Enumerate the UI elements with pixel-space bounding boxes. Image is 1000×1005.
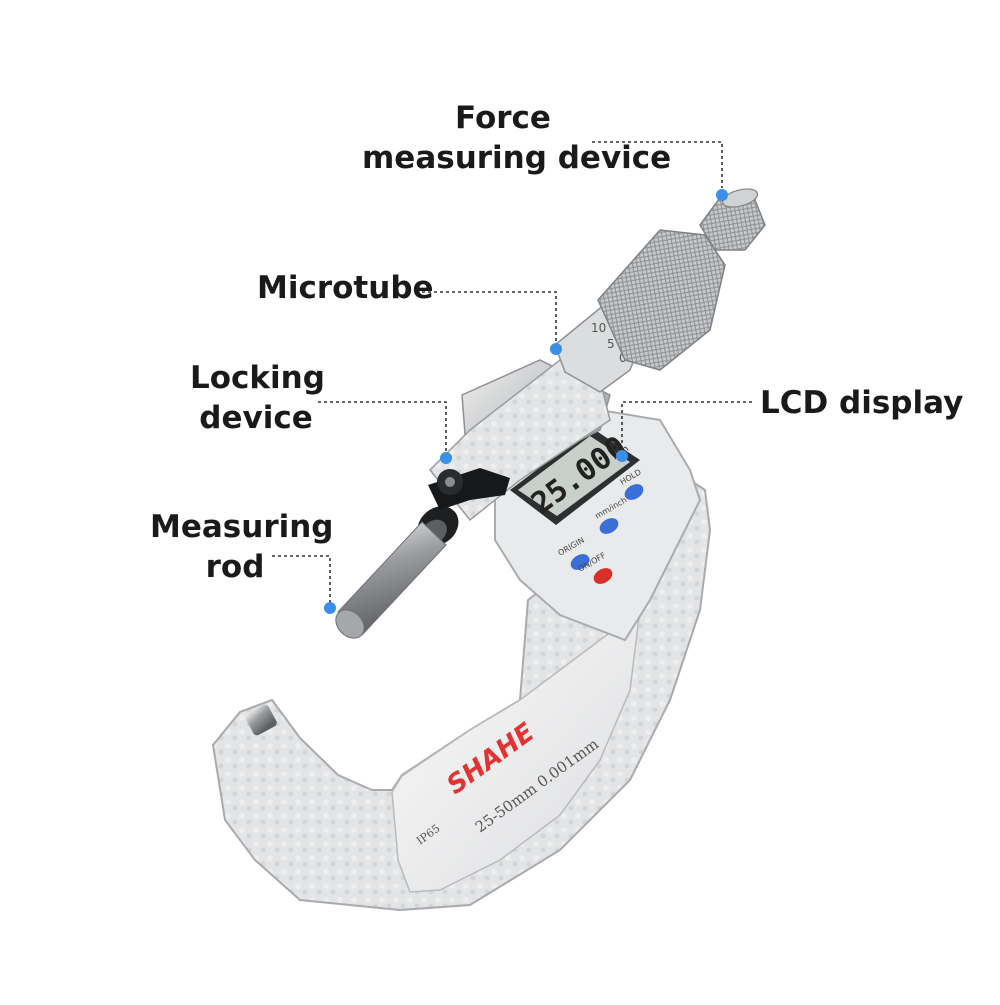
callout-dot-lcd <box>616 450 628 462</box>
label-plate <box>391 608 641 893</box>
callout-dot-force <box>716 189 728 201</box>
leader-rod <box>272 555 331 603</box>
callout-dot-rod <box>324 602 336 614</box>
callout-locking: Locking device <box>190 358 325 438</box>
leader-microtube <box>422 291 557 343</box>
locking-lever <box>428 468 510 510</box>
callout-force: Force measuring device <box>362 98 672 178</box>
callout-locking-line2: device <box>199 400 313 436</box>
callout-locking-line1: Locking <box>190 360 325 396</box>
callout-microtube: Microtube <box>257 270 434 306</box>
leader-lcd <box>621 401 752 452</box>
callout-force-line1: Force <box>455 100 551 136</box>
measuring-rod <box>335 521 447 639</box>
leader-locking <box>318 401 447 452</box>
callout-dot-locking <box>440 452 452 464</box>
callout-rod-line2: rod <box>205 549 265 585</box>
thimble-mark-0: 0 <box>619 351 627 365</box>
anvil <box>245 704 277 736</box>
callout-rod-line1: Measuring <box>150 509 334 545</box>
callout-dot-microtube <box>550 343 562 355</box>
knurled-grip <box>597 229 726 371</box>
thimble-mark-5: 5 <box>607 337 615 351</box>
ratchet <box>699 188 766 251</box>
callout-lcd: LCD display <box>760 385 964 421</box>
callout-rod: Measuring rod <box>150 507 334 587</box>
callout-force-line2: measuring device <box>362 140 672 176</box>
leader-force <box>592 141 723 188</box>
thimble-mark-10: 10 <box>591 321 606 335</box>
